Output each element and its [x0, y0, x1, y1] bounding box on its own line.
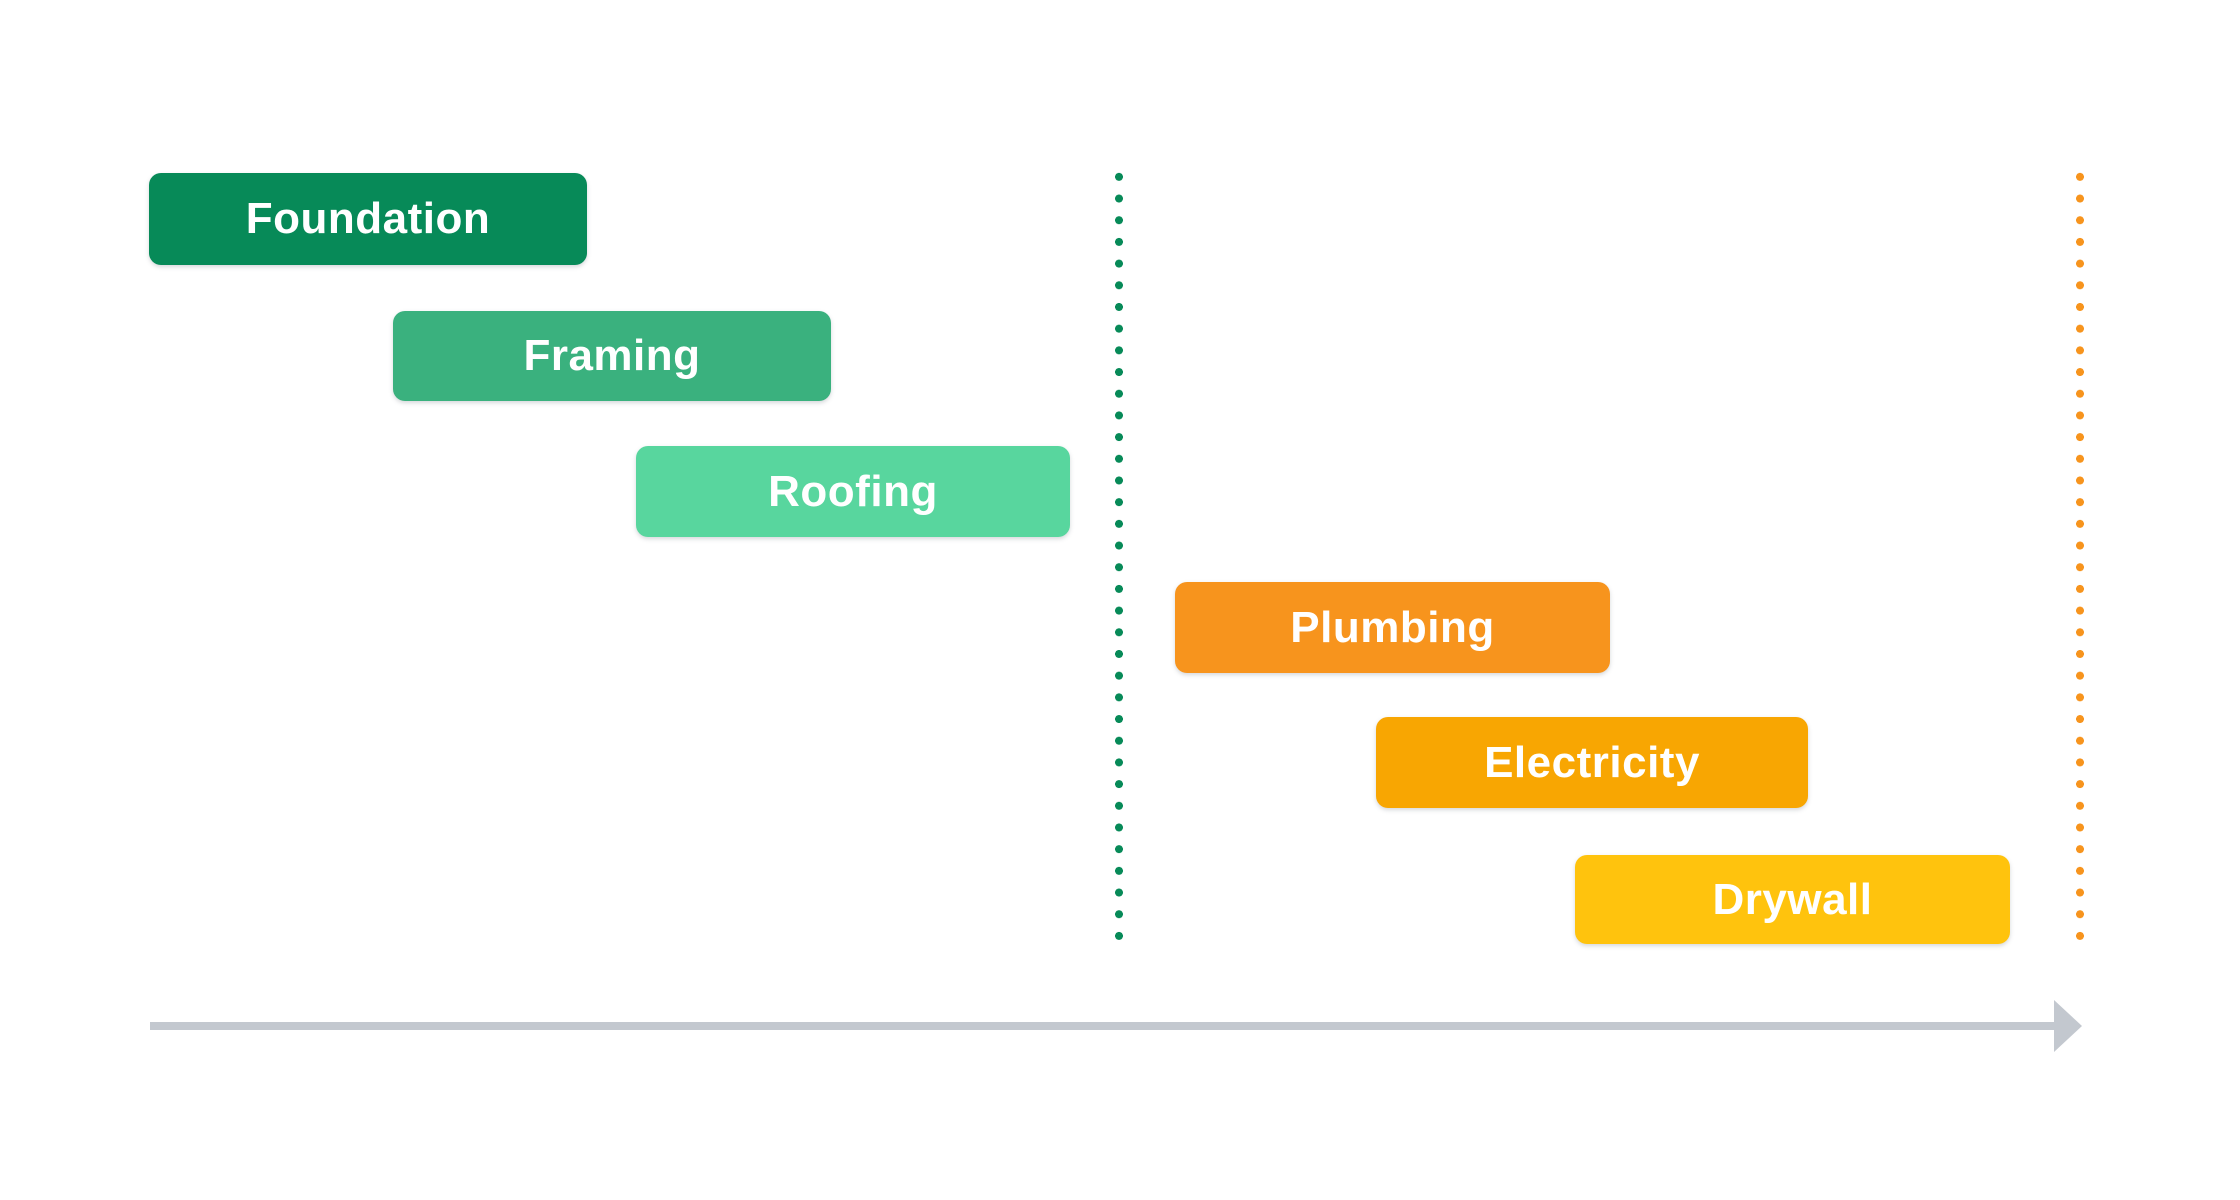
task-label-framing: Framing [523, 331, 701, 380]
task-bar-electricity: Electricity [1376, 717, 1808, 808]
task-bar-drywall: Drywall [1575, 855, 2010, 944]
task-bar-roofing: Roofing [636, 446, 1070, 537]
task-bar-framing: Framing [393, 311, 831, 401]
task-label-drywall: Drywall [1712, 874, 1873, 924]
task-bar-plumbing: Plumbing [1175, 582, 1610, 673]
task-label-electricity: Electricity [1484, 737, 1700, 787]
timeline-axis-arrowhead-icon [2054, 1000, 2082, 1052]
task-label-foundation: Foundation [245, 194, 491, 243]
task-label-roofing: Roofing [768, 466, 938, 516]
timeline-axis-line [150, 1022, 2058, 1030]
orange-milestone-dotted-line [2075, 166, 2085, 952]
task-bar-foundation: Foundation [149, 173, 587, 265]
green-milestone-dotted-line [1114, 166, 1124, 952]
task-label-plumbing: Plumbing [1290, 602, 1495, 652]
